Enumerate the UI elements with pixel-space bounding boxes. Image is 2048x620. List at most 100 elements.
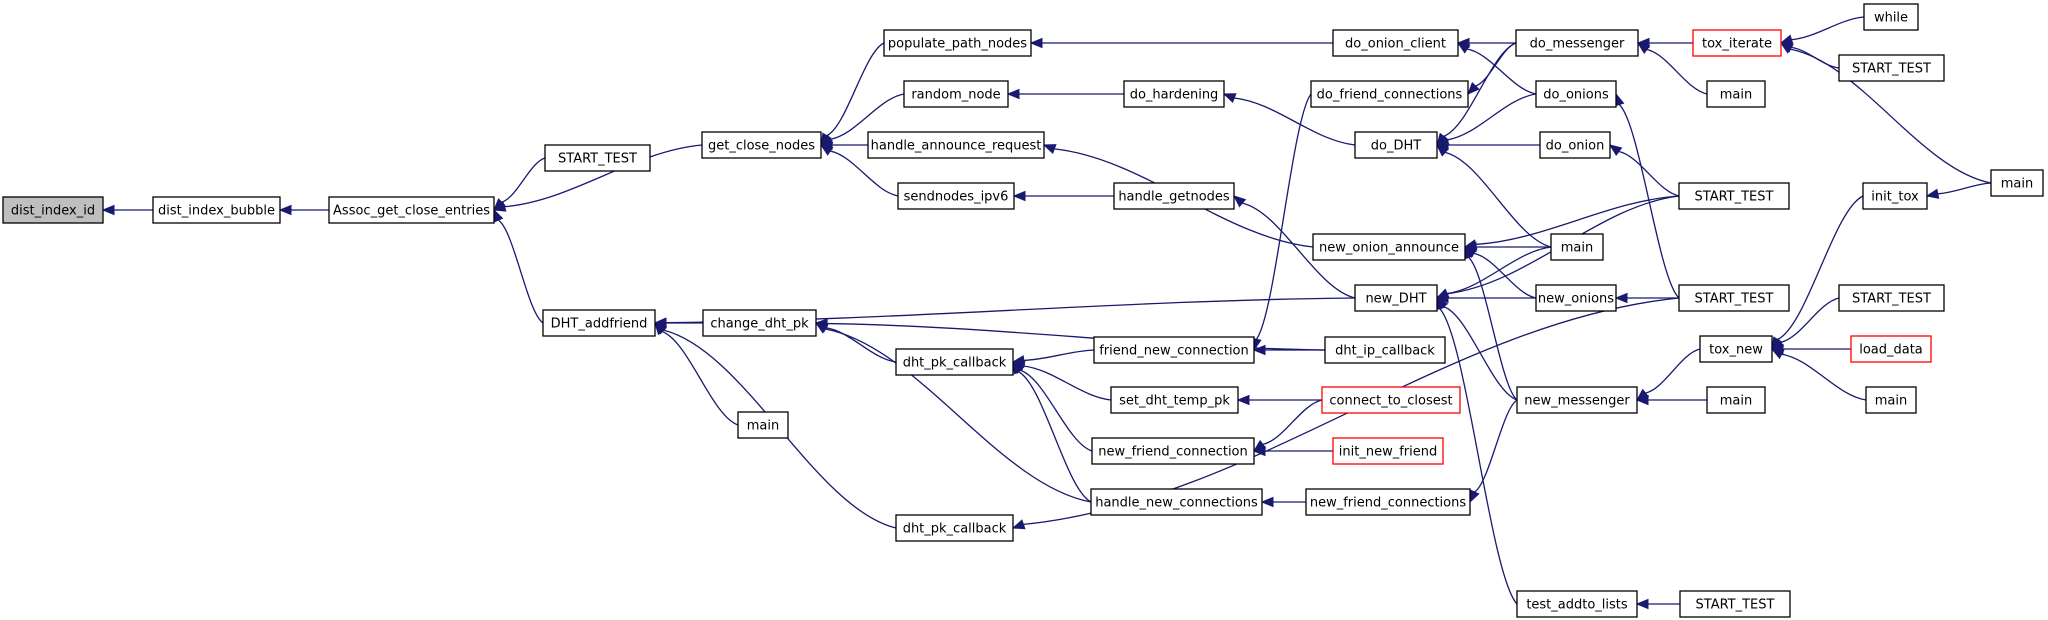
graph-node-assoc-get-close-entries[interactable]: Assoc_get_close_entries — [328, 196, 495, 224]
graph-edge — [1234, 97, 1356, 146]
graph-node-random-node[interactable]: random_node — [903, 80, 1009, 108]
graph-edge — [1018, 371, 1092, 503]
graph-node-tox-iterate[interactable]: tox_iterate — [1692, 29, 1782, 57]
node-box — [1515, 29, 1639, 57]
node-box — [1332, 437, 1444, 465]
graph-edge — [1645, 348, 1701, 394]
graph-node-start-test[interactable]: START_TEST — [1678, 182, 1790, 210]
graph-node-get-close-nodes[interactable]: get_close_nodes — [701, 131, 822, 159]
graph-node-new-messenger[interactable]: new_messenger — [1516, 386, 1638, 414]
graph-node-handle-new-connections[interactable]: handle_new_connections — [1090, 488, 1263, 516]
graph-node-start-test[interactable]: START_TEST — [1678, 284, 1790, 312]
graph-node-main[interactable]: main — [1550, 233, 1604, 261]
node-box — [1110, 386, 1239, 414]
graph-node-init-tox[interactable]: init_tox — [1862, 182, 1928, 210]
graph-node-populate-path-nodes[interactable]: populate_path_nodes — [883, 29, 1032, 57]
node-label: set_dht_temp_pk — [1119, 394, 1230, 409]
node-label: Assoc_get_close_entries — [333, 204, 490, 219]
node-box — [1123, 80, 1225, 108]
graph-node-start-test[interactable]: START_TEST — [1838, 284, 1945, 312]
node-label: populate_path_nodes — [888, 37, 1027, 52]
node-box — [1838, 284, 1945, 312]
graph-node-do-friend-connections[interactable]: do_friend_connections — [1310, 80, 1469, 108]
graph-edge — [1777, 195, 1864, 341]
graph-node-sendnodes-ipv6[interactable]: sendnodes_ipv6 — [897, 182, 1015, 210]
graph-node-do-onions[interactable]: do_onions — [1535, 80, 1617, 108]
graph-edge — [1262, 399, 1323, 446]
graph-node-new-friend-connections[interactable]: new_friend_connections — [1305, 488, 1471, 516]
graph-edge — [830, 150, 899, 197]
graph-node-set-dht-temp-pk[interactable]: set_dht_temp_pk — [1110, 386, 1239, 414]
arrowhead-icon — [1770, 348, 1785, 360]
graph-edge — [1439, 308, 1518, 605]
graph-node-main[interactable]: main — [1706, 386, 1766, 414]
graph-edge — [1446, 93, 1537, 141]
arrowhead-icon — [1636, 42, 1651, 55]
node-label: handle_getnodes — [1118, 190, 1230, 205]
graph-node-do-dht[interactable]: do_DHT — [1354, 131, 1438, 159]
graph-node-tox-new[interactable]: tox_new — [1699, 335, 1773, 363]
node-box — [542, 309, 656, 337]
graph-node-dist-index-id[interactable]: dist_index_id — [2, 196, 104, 224]
graph-node-new-friend-connection[interactable]: new_friend_connection — [1091, 437, 1255, 465]
graph-edge — [1446, 246, 1552, 295]
graph-node-load-data[interactable]: load_data — [1850, 335, 1932, 363]
node-box — [1865, 386, 1917, 414]
node-box — [1090, 488, 1263, 516]
node-label: init_new_friend — [1339, 445, 1437, 460]
node-box — [2, 196, 104, 224]
arrowhead-icon — [1635, 394, 1649, 406]
graph-node-change-dht-pk[interactable]: change_dht_pk — [702, 309, 817, 337]
graph-node-new-onions[interactable]: new_onions — [1535, 284, 1617, 312]
graph-node-start-test[interactable]: START_TEST — [544, 144, 651, 172]
graph-node-connect-to-closest[interactable]: connect_to_closest — [1321, 386, 1461, 414]
graph-node-start-test[interactable]: START_TEST — [1838, 54, 1945, 82]
graph-node-do-hardening[interactable]: do_hardening — [1123, 80, 1225, 108]
graph-node-test-addto-lists[interactable]: test_addto_lists — [1516, 590, 1638, 618]
graph-node-handle-getnodes[interactable]: handle_getnodes — [1113, 182, 1235, 210]
graph-node-dht-ip-callback[interactable]: dht_ip_callback — [1324, 336, 1446, 364]
node-label: START_TEST — [1695, 292, 1774, 307]
node-label: do_hardening — [1130, 88, 1219, 103]
node-box — [1113, 182, 1235, 210]
graph-node-new-onion-announce[interactable]: new_onion_announce — [1312, 233, 1466, 261]
node-box — [1679, 590, 1791, 618]
graph-edge — [1445, 151, 1552, 248]
arrowhead-icon — [1779, 42, 1794, 54]
node-box — [903, 80, 1009, 108]
arrowhead-icon — [1029, 37, 1043, 49]
graph-node-main[interactable]: main — [1990, 169, 2044, 197]
arrowhead-icon — [1925, 188, 1940, 199]
node-label: main — [2001, 177, 2033, 192]
arrowhead-icon — [493, 208, 504, 223]
graph-node-do-messenger[interactable]: do_messenger — [1515, 29, 1639, 57]
graph-node-dht-pk-callback[interactable]: dht_pk_callback — [895, 348, 1014, 376]
node-label: START_TEST — [1852, 292, 1931, 307]
graph-node-while[interactable]: while — [1863, 3, 1919, 31]
node-label: sendnodes_ipv6 — [904, 190, 1009, 205]
graph-node-main[interactable]: main — [1865, 386, 1917, 414]
node-box — [1550, 233, 1604, 261]
node-label: test_addto_lists — [1526, 598, 1628, 613]
graph-node-main[interactable]: main — [737, 411, 789, 439]
node-box — [895, 514, 1014, 542]
graph-node-handle-announce-request[interactable]: handle_announce_request — [867, 131, 1045, 159]
graph-node-new-dht[interactable]: new_DHT — [1354, 284, 1438, 312]
graph-node-init-new-friend[interactable]: init_new_friend — [1332, 437, 1444, 465]
graph-node-dist-index-bubble[interactable]: dist_index_bubble — [152, 196, 281, 224]
graph-node-do-onion-client[interactable]: do_onion_client — [1332, 29, 1459, 57]
graph-node-main[interactable]: main — [1706, 80, 1766, 108]
graph-node-friend-new-connection[interactable]: friend_new_connection — [1093, 336, 1255, 364]
graph-edge — [661, 330, 739, 426]
graph-node-dht-pk-callback[interactable]: dht_pk_callback — [895, 514, 1014, 542]
graph-edge — [1937, 182, 1992, 195]
node-label: connect_to_closest — [1329, 394, 1452, 409]
graph-edge — [825, 328, 1092, 503]
graph-node-dht-addfriend[interactable]: DHT_addfriend — [542, 309, 656, 337]
graph-node-do-onion[interactable]: do_onion — [1539, 131, 1611, 159]
arrowhead-icon — [1467, 82, 1480, 95]
graph-node-start-test[interactable]: START_TEST — [1679, 590, 1791, 618]
graph-edge — [1790, 48, 1992, 184]
node-label: init_tox — [1871, 190, 1919, 205]
